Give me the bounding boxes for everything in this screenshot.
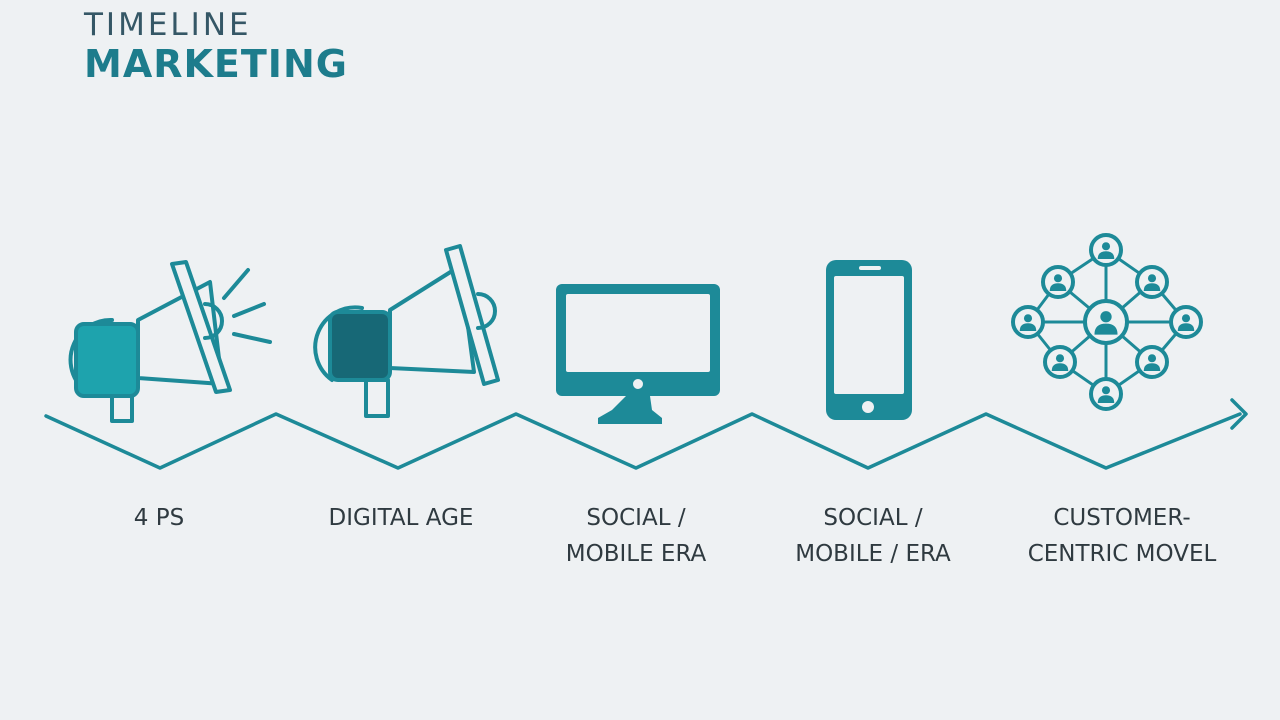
stage-label-customer-centric: CUSTOMER- CENTRIC MOVEL bbox=[1027, 505, 1217, 567]
megaphone-icon bbox=[68, 260, 272, 423]
desktop-monitor-icon bbox=[556, 284, 720, 424]
user-node-icon bbox=[1083, 299, 1129, 345]
timeline-arrow bbox=[44, 398, 1248, 470]
user-node-icon bbox=[1043, 345, 1077, 379]
megaphone-icon bbox=[313, 244, 500, 418]
user-node-icon bbox=[1135, 265, 1169, 299]
user-node-icon bbox=[1089, 377, 1123, 411]
title-block: TIMELINE MARKETING bbox=[84, 6, 348, 84]
user-node-icon bbox=[1011, 305, 1045, 339]
title-marketing: MARKETING bbox=[84, 42, 348, 86]
stage-label-social-mobile-era: SOCIAL / MOBILE ERA bbox=[565, 505, 707, 567]
user-node-icon bbox=[1135, 345, 1169, 379]
stage-label-digital-age: DIGITAL AGE bbox=[328, 505, 474, 531]
stage-label-4ps: 4 PS bbox=[133, 505, 185, 531]
customer-network-icon bbox=[1011, 233, 1203, 411]
stage-label-social-mobile-era-2: SOCIAL / MOBILE / ERA bbox=[795, 505, 951, 567]
user-node-icon bbox=[1169, 305, 1203, 339]
title-timeline: TIMELINE bbox=[84, 7, 252, 43]
smartphone-icon bbox=[826, 260, 912, 420]
user-node-icon bbox=[1041, 265, 1075, 299]
user-node-icon bbox=[1089, 233, 1123, 267]
